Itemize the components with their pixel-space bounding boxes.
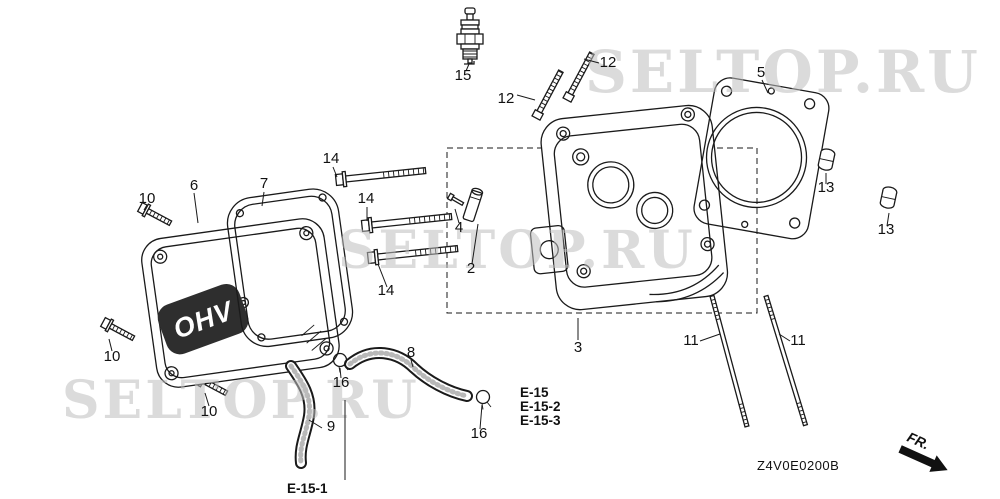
callout-11-b: 11 bbox=[790, 332, 806, 349]
watermark-top-right: SELTOP.RU bbox=[585, 38, 981, 106]
cap-13-lower bbox=[878, 185, 899, 210]
fr-direction: FR. bbox=[898, 429, 948, 472]
callout-10-a: 10 bbox=[139, 190, 156, 207]
callout-14-b: 14 bbox=[358, 190, 375, 207]
screw-4 bbox=[446, 192, 465, 207]
ref-e15-1: E-15-1 bbox=[287, 481, 328, 496]
watermark-bottom-left: SELTOP.RU bbox=[62, 370, 420, 431]
callout-2: 2 bbox=[467, 260, 475, 277]
ref-e15-3: E-15-3 bbox=[520, 413, 561, 428]
callout-16-b: 16 bbox=[471, 425, 488, 442]
callout-9: 9 bbox=[327, 418, 335, 435]
hose-clip-16-lower bbox=[475, 389, 492, 411]
callout-5: 5 bbox=[757, 64, 765, 81]
callout-11-a: 11 bbox=[683, 332, 699, 349]
head-gasket bbox=[693, 77, 830, 240]
callout-14-c: 14 bbox=[378, 282, 395, 299]
cover-gasket bbox=[226, 188, 354, 348]
callout-12-b: 12 bbox=[600, 54, 617, 71]
ref-e15-2: E-15-2 bbox=[520, 399, 561, 414]
ohv-badge-panel: OHV bbox=[157, 283, 249, 355]
breather-hose-8 bbox=[344, 347, 473, 402]
callout-12-a: 12 bbox=[498, 90, 515, 107]
fr-arrow-icon bbox=[898, 445, 948, 472]
cylinder-head-cover: OHV bbox=[141, 218, 340, 388]
callout-14-a: 14 bbox=[323, 150, 340, 167]
callout-3: 3 bbox=[574, 339, 582, 356]
drain-hose-9 bbox=[285, 360, 316, 469]
stud-11-right bbox=[763, 294, 809, 427]
callout-15: 15 bbox=[455, 67, 472, 84]
cap-13-upper bbox=[816, 147, 837, 172]
callout-16-a: 16 bbox=[333, 374, 350, 391]
callout-10-c: 10 bbox=[201, 403, 218, 420]
diagram-code: Z4V0E0200B bbox=[757, 458, 839, 473]
callout-7: 7 bbox=[260, 175, 268, 192]
callout-6: 6 bbox=[190, 177, 198, 194]
callout-10-b: 10 bbox=[104, 348, 121, 365]
watermark-middle: SELTOP.RU bbox=[338, 220, 696, 281]
spark-plug bbox=[456, 7, 484, 65]
cylinder-head bbox=[529, 104, 729, 311]
bolt-10-left bbox=[99, 315, 138, 345]
valve-guide-2 bbox=[462, 187, 484, 223]
bolt-12-left bbox=[531, 68, 566, 121]
callout-4: 4 bbox=[455, 219, 463, 236]
bolt-14-top bbox=[334, 162, 427, 189]
callout-13-a: 13 bbox=[818, 179, 835, 196]
stud-11-left bbox=[709, 294, 750, 428]
callout-13-b: 13 bbox=[878, 221, 895, 238]
callout-8: 8 bbox=[407, 344, 415, 361]
leader-lines bbox=[108, 58, 890, 480]
ref-e15: E-15 bbox=[520, 385, 549, 400]
